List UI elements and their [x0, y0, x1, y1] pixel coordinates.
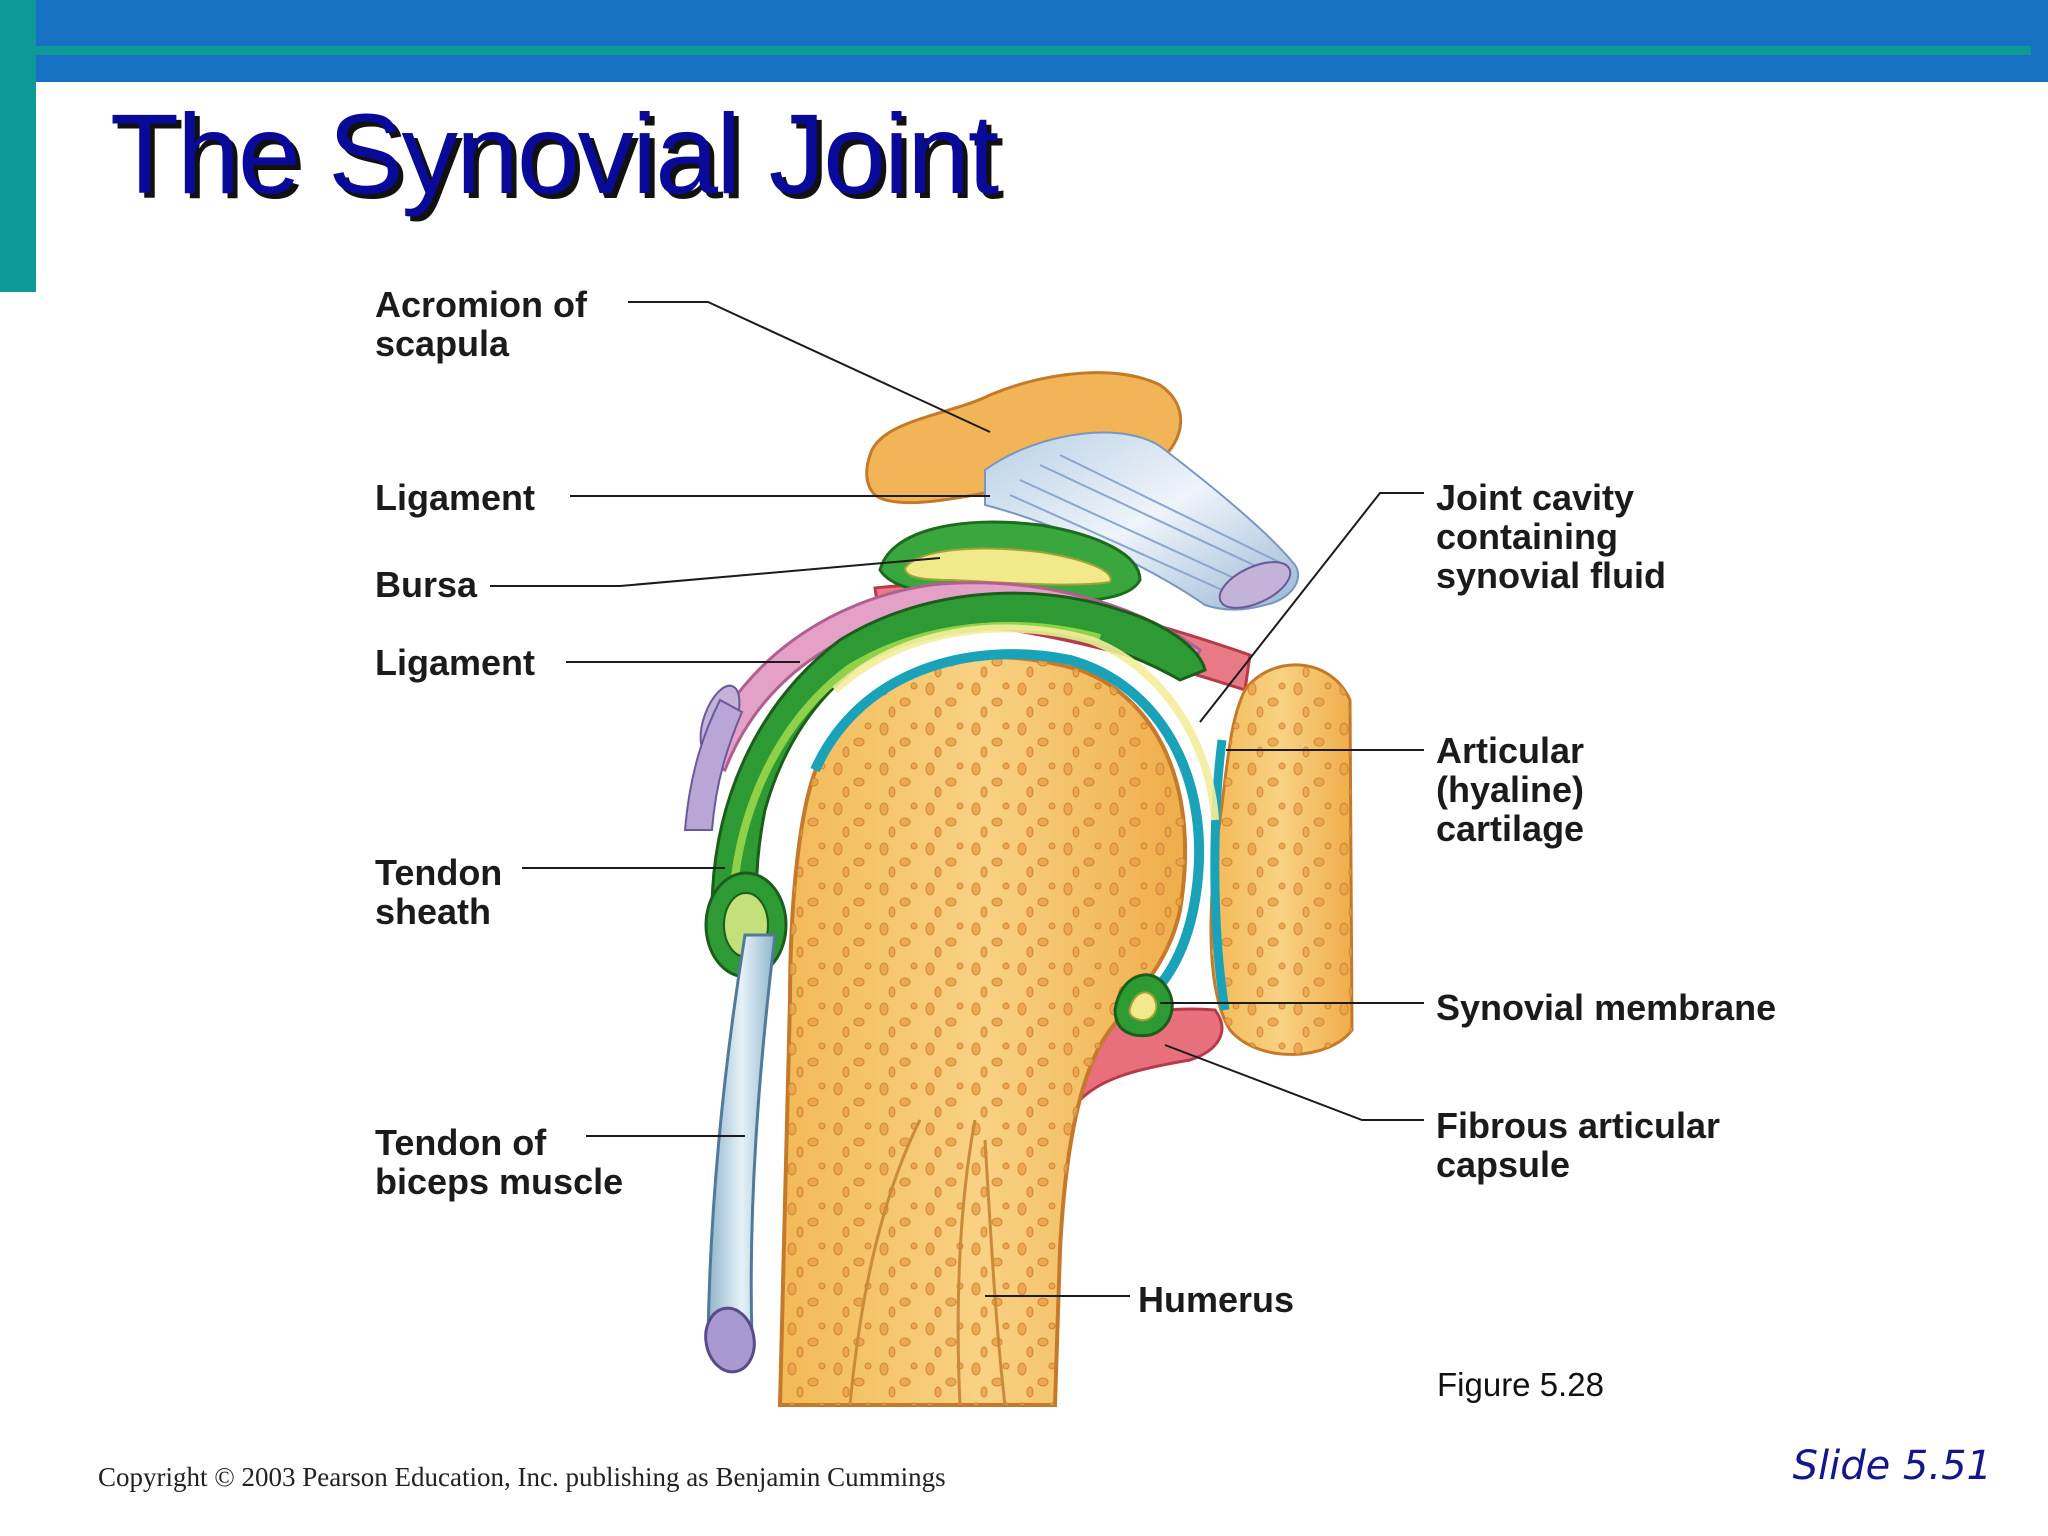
- side-accent-bar: [0, 0, 36, 292]
- label-joint-cavity: Joint cavity containing synovial fluid: [1436, 477, 1667, 596]
- header-bar: [0, 0, 2048, 82]
- label-humerus: Humerus: [1138, 1279, 1295, 1320]
- ligament-upper: [984, 431, 1300, 611]
- label-bursa: Bursa: [375, 564, 478, 605]
- biceps-tendon: [704, 933, 777, 1374]
- label-acromion-of-scapula: Acromion of scapula: [375, 284, 587, 364]
- label-biceps-tendon: Tendon of biceps muscle: [375, 1122, 624, 1202]
- slide-number: Slide 5.51: [1792, 1443, 1992, 1489]
- label-articular-cartilage: Articular (hyaline) cartilage: [1436, 730, 1585, 849]
- label-ligament-upper: Ligament: [375, 477, 536, 518]
- copyright-notice: Copyright © 2003 Pearson Education, Inc.…: [98, 1462, 946, 1492]
- figure-caption: Figure 5.28: [1437, 1366, 1604, 1403]
- leader-lines: [490, 301, 1424, 1297]
- slide-title: The Synovial Joint: [110, 91, 999, 217]
- label-tendon-sheath: Tendon sheath: [375, 852, 503, 932]
- glenoid-of-scapula: [1209, 663, 1354, 1056]
- bursa: [878, 520, 1142, 603]
- label-synovial-membrane: Synovial membrane: [1436, 987, 1777, 1028]
- label-ligament-lower: Ligament: [375, 642, 536, 683]
- header-accent-stripe: [36, 46, 2031, 55]
- humerus: [777, 624, 1219, 1407]
- synovial-membrane: [1113, 973, 1174, 1038]
- label-fibrous-capsule: Fibrous articular capsule: [1436, 1105, 1721, 1185]
